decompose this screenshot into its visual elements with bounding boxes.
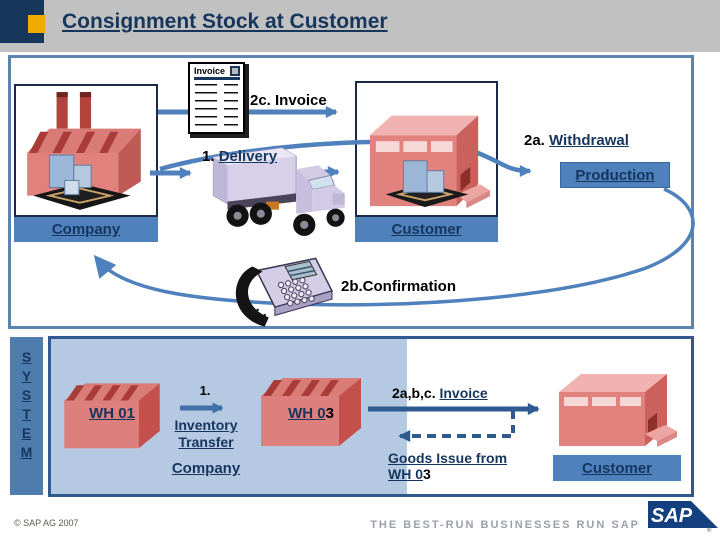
copyright-text: © SAP AG 2007 [14, 518, 79, 528]
goods-issue-label: Goods Issue from WH 03 [388, 450, 507, 482]
invoice-flow-label: 2a,b,c. Invoice [392, 385, 488, 401]
invoice-doc-lines-right [224, 84, 238, 126]
withdrawal-step-number: 2a. [524, 132, 550, 149]
company-label-bar: Company [14, 217, 158, 242]
invoice-document-icon: Invoice [188, 62, 245, 134]
invoice-doc-checkbox-icon [230, 66, 240, 76]
warehouse-icon [369, 115, 490, 209]
confirmation-label: 2b.Confirmation [341, 278, 456, 295]
system-letter: S [21, 349, 32, 365]
system-letter: T [22, 406, 31, 422]
withdrawal-link[interactable]: Withdrawal [549, 132, 629, 149]
company-bottom-link[interactable]: Company [171, 460, 241, 477]
page-title: Consignment Stock at Customer [62, 10, 388, 33]
system-strip: S Y S T E M [10, 337, 43, 495]
delivery-label: 1. Delivery [202, 148, 277, 165]
invoice-doc-header: Invoice [190, 64, 243, 76]
customer-bottom-label-bar: Customer [553, 455, 681, 481]
invoice-doc-lines-left [195, 84, 217, 126]
goods-issue-suffix: 3 [423, 466, 431, 482]
wh03-label: WH 03 [268, 405, 354, 422]
inventory-transfer-label: Inventory Transfer [166, 417, 246, 451]
invoice-doc-rule [194, 77, 240, 80]
sap-logo-text: SAP [651, 505, 693, 527]
production-link[interactable]: Production [575, 166, 655, 184]
goods-issue-wh-link[interactable]: WH 0 [388, 466, 423, 482]
wh01-building-icon [64, 383, 160, 449]
transfer-step-number: 1. [199, 383, 211, 398]
sap-tagline: THE BEST-RUN BUSINESSES RUN SAP [370, 519, 640, 531]
invoice-flow-link[interactable]: Invoice [439, 385, 488, 401]
wh03-suffix: 3 [325, 405, 334, 422]
delivery-step-number: 1. [202, 148, 219, 165]
invoice-flow-step-number: 2a,b,c. [392, 385, 440, 401]
factory-icon [27, 92, 141, 210]
fax-machine-icon [235, 257, 334, 327]
customer-link[interactable]: Customer [391, 221, 462, 238]
company-bottom-label: Company [168, 460, 244, 477]
customer-bottom-link[interactable]: Customer [581, 459, 652, 477]
sap-logo: SAP [648, 501, 718, 528]
system-letter: M [20, 444, 33, 460]
inventory-transfer-line1[interactable]: Inventory [174, 417, 238, 433]
wh03-link[interactable]: WH 0 [288, 405, 326, 422]
inventory-transfer-line2[interactable]: Transfer [178, 434, 234, 450]
customer-label-bar: Customer [355, 217, 498, 242]
system-letter: S [21, 387, 32, 403]
invoice-arrow-label: 2c. Invoice [250, 92, 327, 109]
invoice-doc-lines [190, 83, 243, 126]
registered-trademark: ® [707, 528, 712, 534]
title-bar: Consignment Stock at Customer [0, 0, 720, 52]
invoice-doc-title: Invoice [194, 66, 226, 76]
wh01-link[interactable]: WH 01 [89, 405, 135, 422]
production-label-bar: Production [560, 162, 670, 188]
withdrawal-label: 2a. Withdrawal [524, 132, 629, 149]
delivery-link[interactable]: Delivery [218, 148, 278, 165]
wh03-building-icon [261, 378, 361, 446]
goods-issue-line1[interactable]: Goods Issue from [388, 450, 508, 466]
customer-warehouse-icon [559, 374, 677, 447]
system-letter: E [21, 425, 32, 441]
company-link[interactable]: Company [51, 221, 121, 238]
title-orange-square [28, 15, 45, 33]
wh01-label: WH 01 [62, 405, 162, 422]
system-letter: Y [21, 368, 32, 384]
